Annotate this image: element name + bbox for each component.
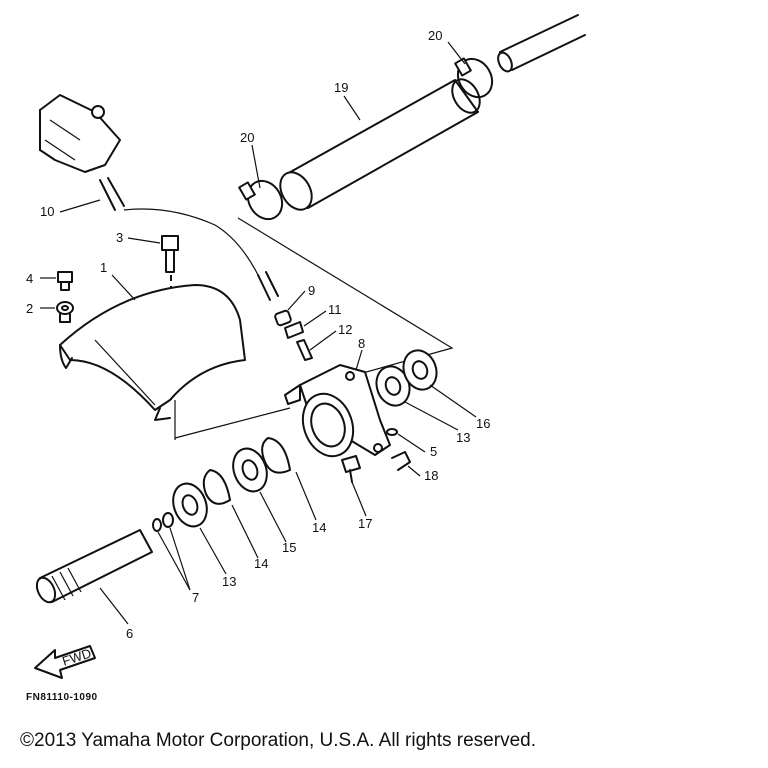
hose-19	[279, 78, 481, 211]
fitting-11	[284, 321, 304, 339]
washer-2	[56, 301, 74, 323]
hose-10	[99, 177, 279, 301]
oil-seal-16	[402, 349, 438, 391]
figure-code: FN81110-1090	[26, 692, 98, 703]
hose-clamp-lower	[238, 179, 284, 221]
callout: 20	[240, 130, 254, 145]
callout: 13	[456, 430, 470, 445]
fwd-arrow-icon	[34, 645, 96, 679]
parts-diagram: FWD 1 2 3 4 5 6 7 8 9 1	[26, 14, 586, 679]
engine-fragment	[39, 94, 121, 173]
bolt-17	[341, 455, 361, 483]
bearing-13-lower	[172, 482, 208, 528]
o-rings-7	[152, 512, 174, 532]
callout: 9	[308, 283, 315, 298]
bearing-13-upper	[375, 365, 411, 407]
callout-numbers: 1 2 3 4 5 6 7 8 9 10 11 12 13 13 14 14 1…	[26, 28, 490, 641]
pin-5	[386, 428, 398, 436]
callout: 18	[424, 468, 438, 483]
fwd-label: FWD	[60, 645, 93, 668]
callout: 12	[338, 322, 352, 337]
circlip-14-upper	[261, 437, 291, 474]
nipple-12	[296, 339, 313, 361]
callout: 14	[312, 520, 326, 535]
bearing-housing-8	[284, 364, 391, 458]
callout: 11	[328, 302, 342, 317]
clip-18	[391, 451, 411, 471]
callout: 10	[40, 204, 54, 219]
callout: 3	[116, 230, 123, 245]
callout: 16	[476, 416, 490, 431]
fitting-9	[274, 309, 292, 327]
callout: 14	[254, 556, 268, 571]
drive-shaft-6	[35, 529, 153, 604]
callout: 2	[26, 301, 33, 316]
callout: 4	[26, 271, 33, 286]
circlip-14-lower	[202, 469, 231, 505]
callout: 5	[430, 444, 437, 459]
callout: 15	[282, 540, 296, 555]
callout: 13	[222, 574, 236, 589]
callout: 7	[192, 590, 199, 605]
cover-1	[59, 284, 246, 440]
bearing-15	[232, 447, 268, 493]
copyright-notice: ©2013 Yamaha Motor Corporation, U.S.A. A…	[20, 730, 536, 751]
callout: 19	[334, 80, 348, 95]
callout: 17	[358, 516, 372, 531]
callout: 6	[126, 626, 133, 641]
shaft-extension	[497, 14, 586, 73]
callout: 8	[358, 336, 365, 351]
assembly-outline	[174, 217, 454, 439]
callout: 20	[428, 28, 442, 43]
leader-lines	[40, 41, 477, 625]
bolt-4	[57, 271, 73, 291]
callout: 1	[100, 260, 107, 275]
hose-clamp-upper	[454, 57, 494, 99]
